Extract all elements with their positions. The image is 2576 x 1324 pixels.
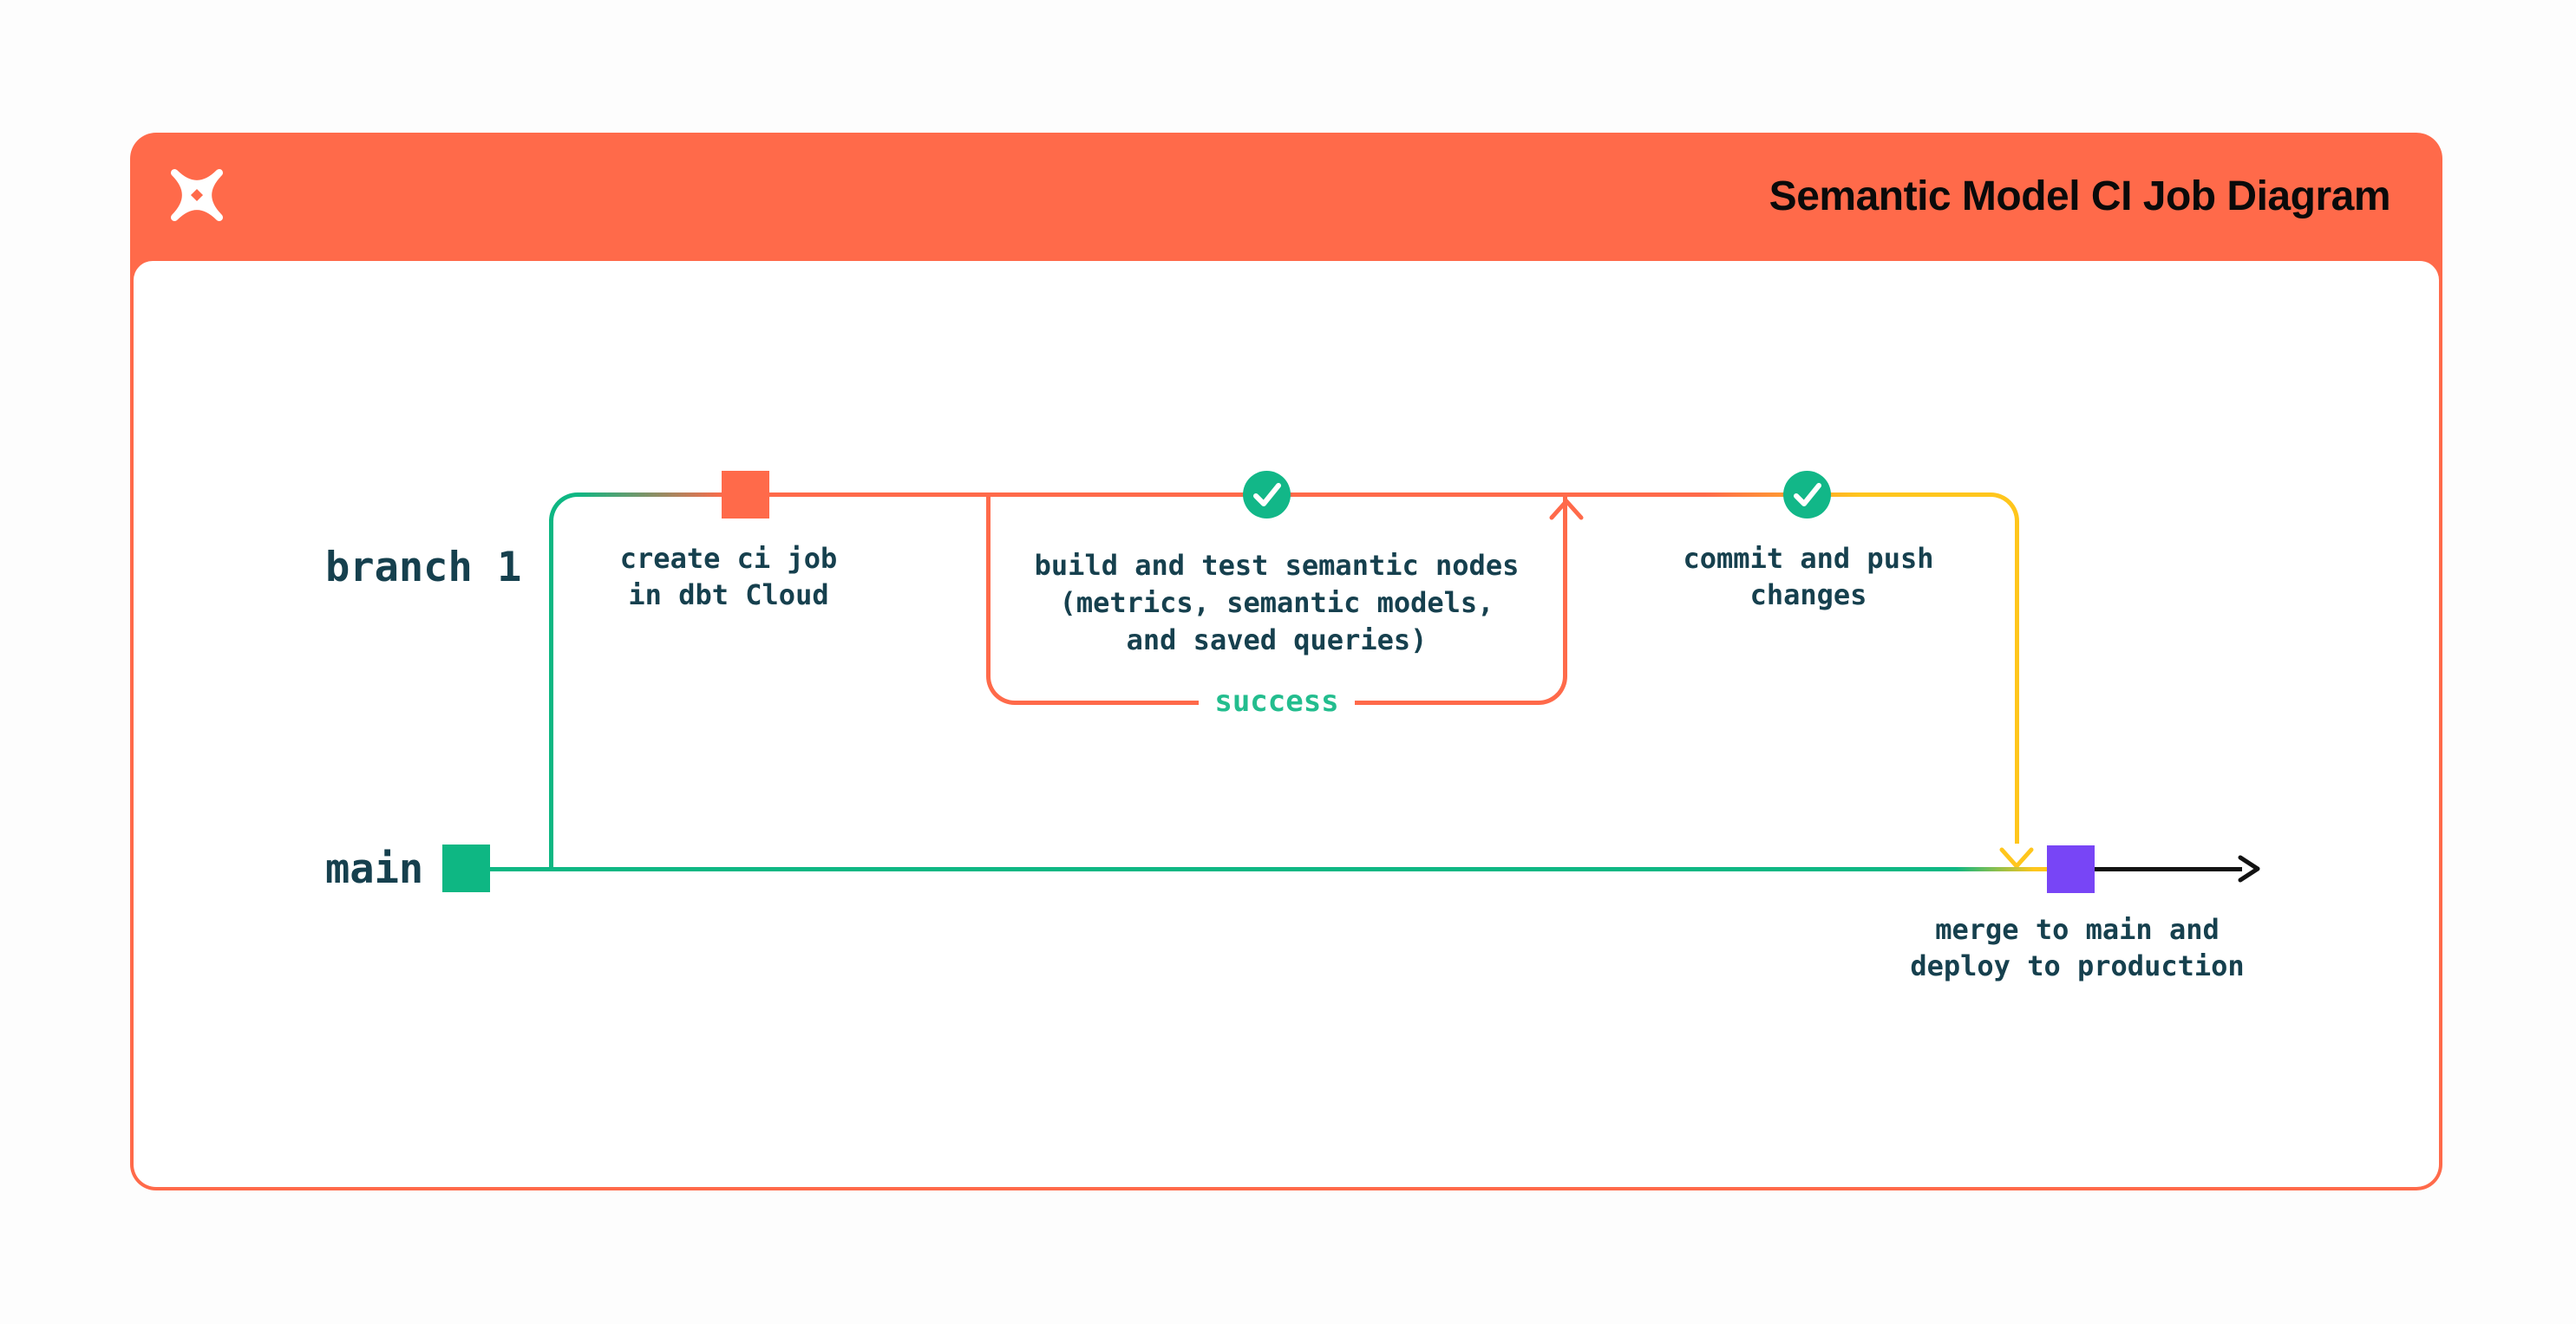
git-diagram: branch 1 main — [130, 133, 2442, 1190]
check-circle-icon — [1783, 471, 1831, 519]
commit-node-merge — [2047, 845, 2095, 893]
arrow-right-icon — [2238, 855, 2260, 883]
diagram-card: Semantic Model CI Job Diagram branch 1 m… — [130, 133, 2442, 1190]
success-label: success — [986, 684, 1567, 719]
arrow-down-icon — [1999, 847, 2034, 869]
create-ci-label: create ci job in dbt Cloud — [619, 542, 838, 611]
production-line — [2095, 867, 2242, 871]
merge-line-vertical — [2015, 521, 2019, 844]
card-body — [134, 261, 2439, 1187]
commit-node-main — [442, 845, 490, 892]
commit-push-label: commit and push changes — [1683, 542, 1934, 611]
main-label: main — [325, 845, 424, 893]
merge-label: merge to main and deploy to production — [1910, 913, 2245, 982]
check-circle-icon — [1243, 471, 1291, 519]
page-title: Semantic Model CI Job Diagram — [1769, 173, 2391, 219]
branch-line-vertical — [549, 519, 553, 871]
branch-line-corner-left — [549, 492, 578, 521]
commit-node-create-ci — [722, 471, 769, 519]
main-line — [490, 867, 2047, 871]
dbt-logo-icon — [170, 168, 224, 222]
arrow-up-icon — [1549, 499, 1584, 520]
merge-line-corner-right — [1991, 492, 2019, 521]
header-bar: Semantic Model CI Job Diagram — [130, 133, 2442, 261]
build-test-label: build and test semantic nodes (metrics, … — [1034, 549, 1520, 656]
branch-label: branch 1 — [325, 544, 522, 591]
